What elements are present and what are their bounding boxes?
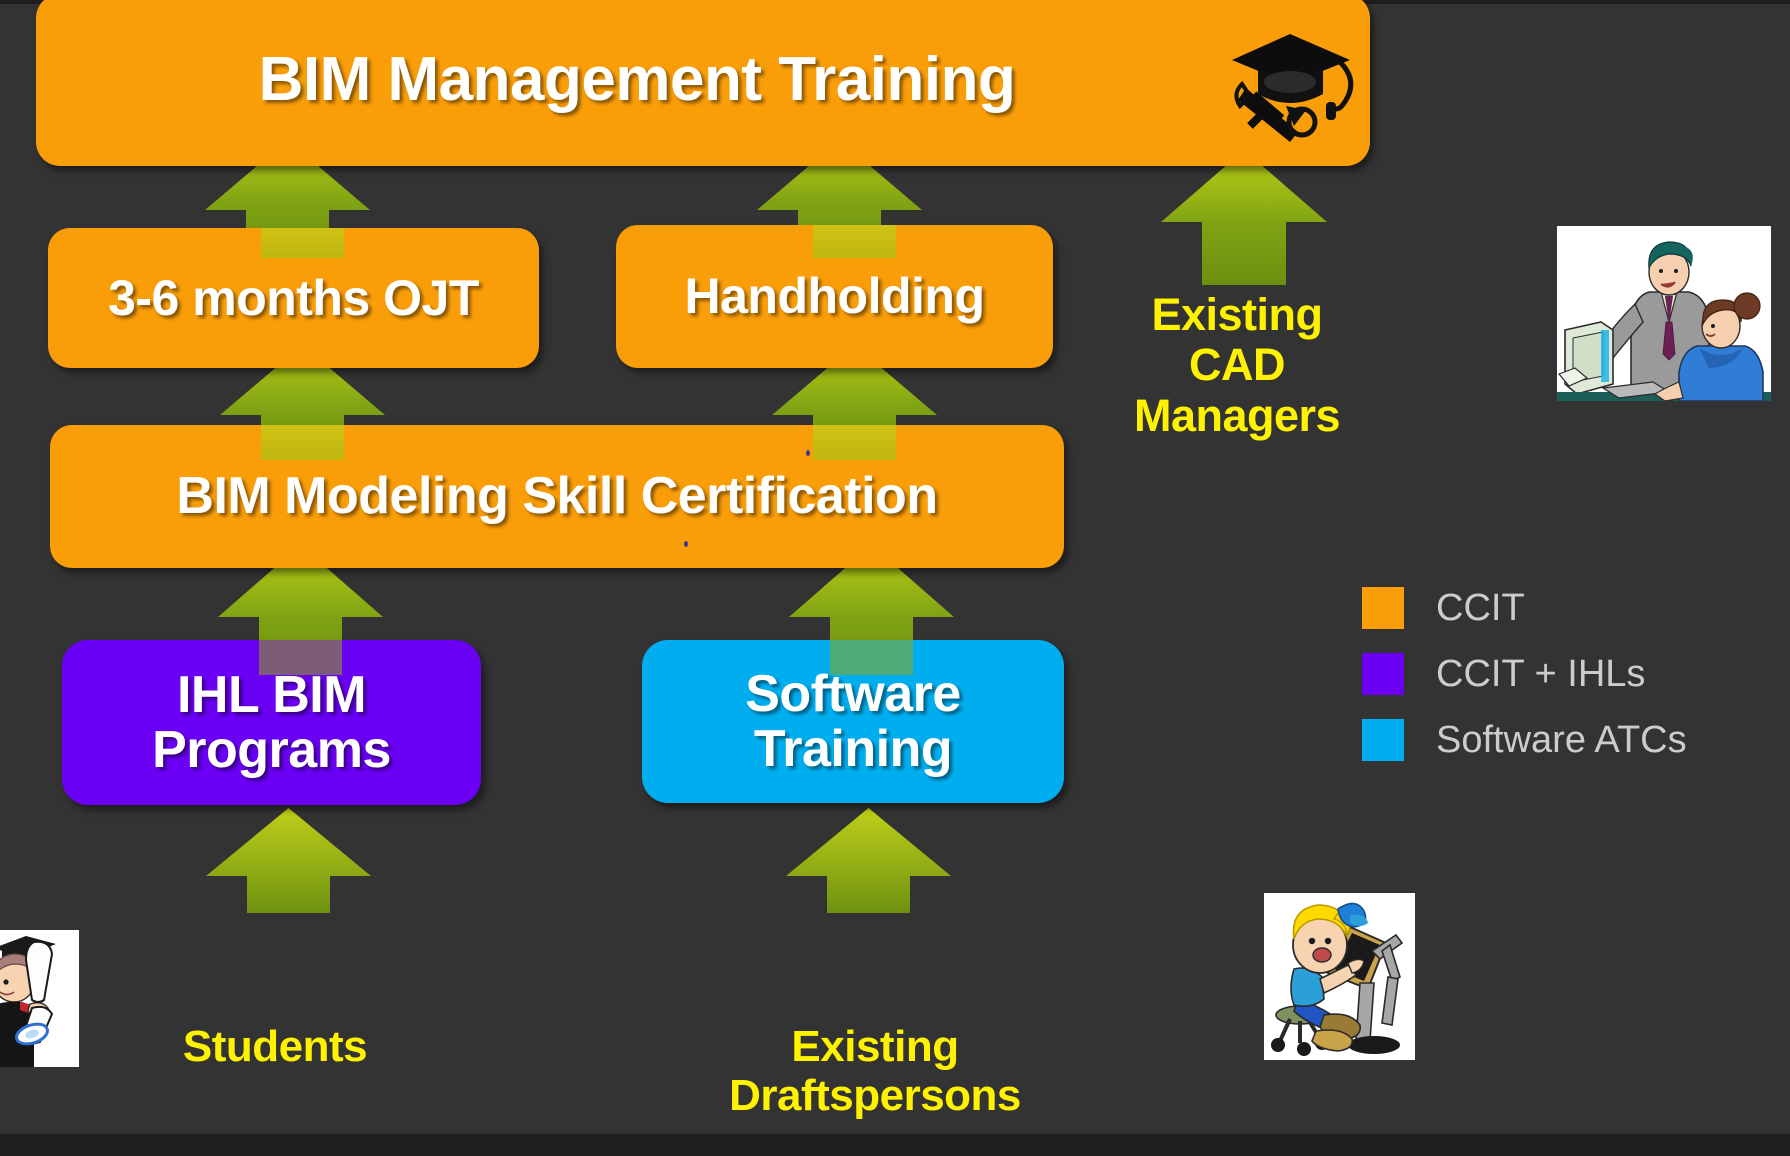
legend: CCIT CCIT + IHLs Software ATCs [1362, 575, 1687, 773]
arrow-cert-to-handholding-overlap [813, 425, 896, 460]
arrow-cert-to-ojt-overlap [261, 425, 344, 460]
box-bim-management-training[interactable]: BIM Management Training [36, 0, 1370, 166]
box-software-label: Software Training [709, 667, 997, 776]
graduate-student-clipart [0, 930, 79, 1067]
arrow-ihl-to-cert-overlap [259, 640, 342, 675]
caption-students: Students [110, 1022, 440, 1071]
graduation-cap-icon [1228, 22, 1363, 142]
caption-cad-line1: Existing [1151, 289, 1323, 340]
caption-draft-line1: Existing [791, 1022, 959, 1071]
box-certification-label: BIM Modeling Skill Certification [176, 467, 938, 526]
arrow-cad-managers-to-title [1161, 150, 1327, 285]
caption-students-text: Students [182, 1022, 368, 1071]
legend-swatch-ccit-ihls [1362, 653, 1404, 695]
caption-existing-cad-managers: Existing CAD Managers [1092, 289, 1382, 441]
bottom-band [0, 1134, 1790, 1156]
box-ihl-label-line2: Programs [152, 720, 391, 779]
caption-existing-draftspersons: Existing Draftspersons [700, 1022, 1050, 1121]
cad-manager-training-clipart [1557, 226, 1771, 401]
box-handholding-label: Handholding [684, 268, 986, 325]
caption-cad-line3: Managers [1133, 389, 1341, 441]
arrow-software-to-cert-overlap [830, 640, 913, 675]
box-software-label-line1: Software [745, 664, 961, 723]
legend-swatch-software-atcs [1362, 719, 1404, 761]
legend-label-software-atcs: Software ATCs [1436, 718, 1687, 761]
caption-draft-line2: Draftspersons [729, 1071, 1021, 1121]
draftsperson-clipart [1264, 893, 1415, 1060]
arrow-draftspersons-to-software [786, 808, 951, 913]
box-bim-modeling-skill-certification[interactable]: BIM Modeling Skill Certification [50, 425, 1064, 568]
caption-cad-line2: CAD [1189, 339, 1286, 391]
legend-item-ccit-ihls: CCIT + IHLs [1362, 641, 1687, 707]
legend-label-ccit-ihls: CCIT + IHLs [1436, 652, 1646, 695]
stray-dot-2 [684, 541, 688, 547]
arrow-ojt-to-title [205, 140, 370, 255]
arrow-ojt-to-title-overlap [261, 228, 344, 258]
legend-item-ccit: CCIT [1362, 575, 1687, 641]
arrow-students-to-ihl [206, 808, 371, 913]
box-ihl-label-line1: IHL BIM [176, 665, 367, 724]
box-ojt[interactable]: 3-6 months OJT [48, 228, 539, 368]
box-software-label-line2: Training [753, 719, 953, 778]
box-title-label: BIM Management Training [258, 45, 1016, 115]
legend-item-software-atcs: Software ATCs [1362, 707, 1687, 773]
legend-label-ccit: CCIT [1436, 586, 1525, 629]
box-ihl-label: IHL BIM Programs [116, 668, 427, 777]
stray-dot-1 [806, 450, 810, 456]
legend-swatch-ccit [1362, 587, 1404, 629]
box-ojt-label: 3-6 months OJT [108, 269, 479, 326]
arrow-handholding-to-title-overlap [813, 225, 896, 258]
